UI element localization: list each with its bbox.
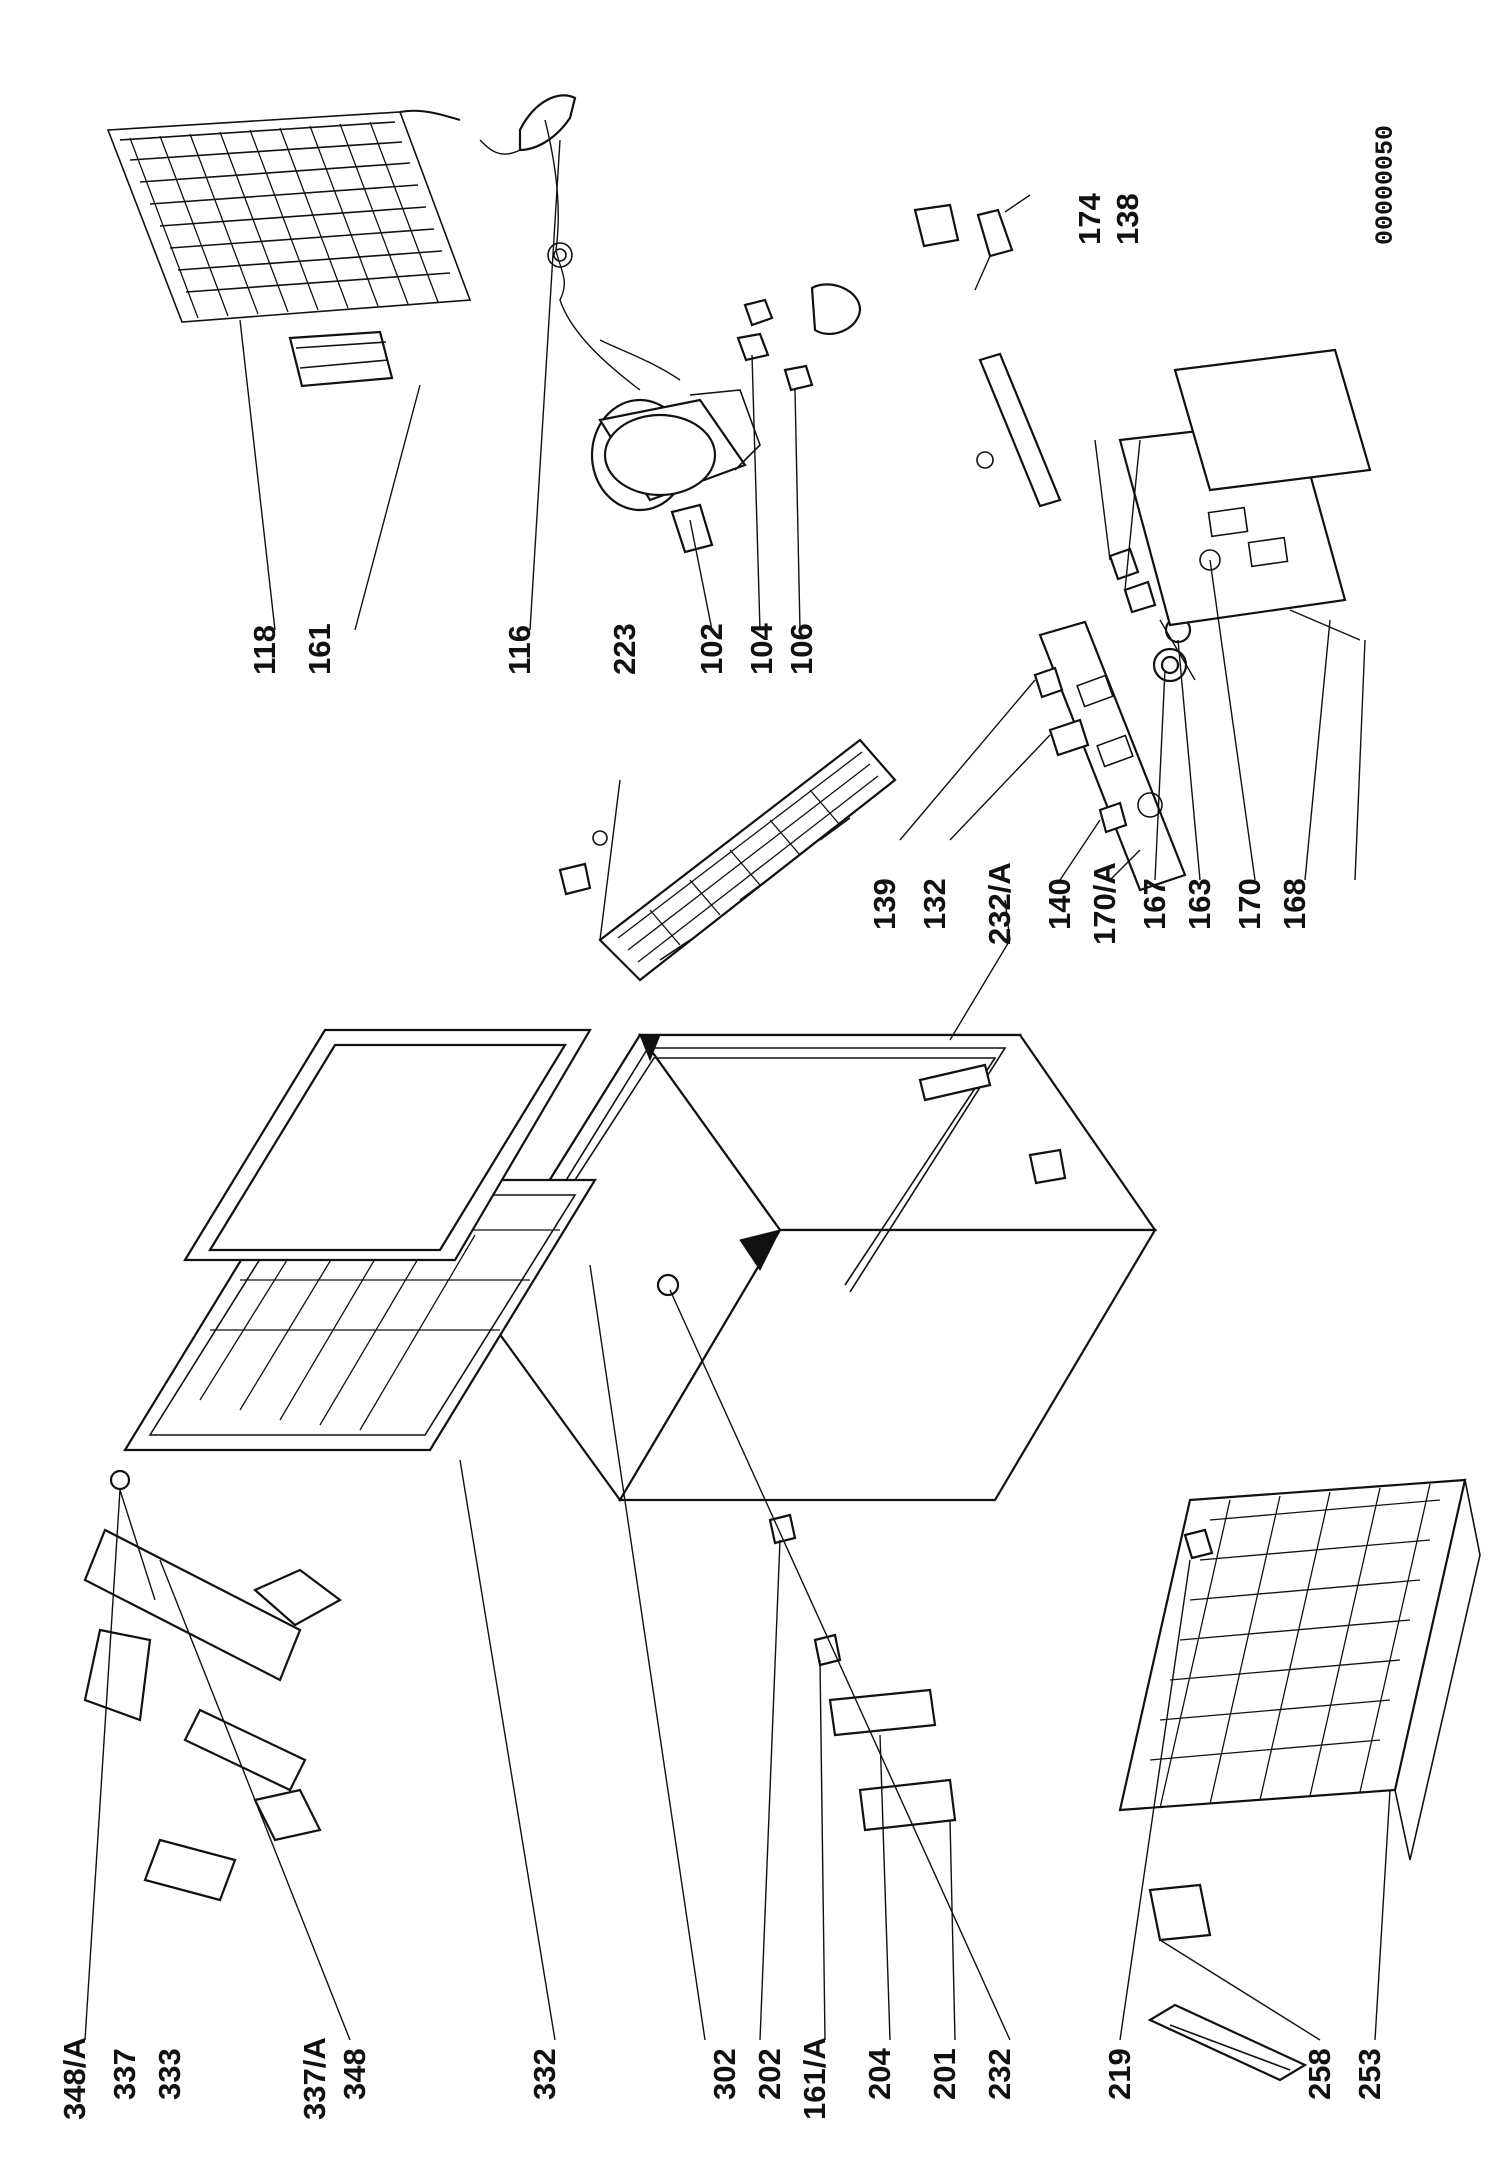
condenser-part — [106, 109, 472, 323]
label-337: 337 — [107, 2048, 142, 2100]
knob-parts — [1033, 547, 1192, 834]
label-168: 168 — [1277, 878, 1312, 930]
label-201: 201 — [927, 2048, 962, 2100]
front-panel-part — [1118, 348, 1372, 681]
label-170: 170 — [1232, 878, 1267, 930]
label-140: 140 — [1042, 878, 1077, 930]
label-253: 253 — [1352, 2048, 1387, 2100]
label-232: 232 — [982, 2048, 1017, 2100]
bracket-161-part — [288, 330, 394, 388]
capillary-tube-part — [479, 94, 641, 391]
label-219: 219 — [1102, 2048, 1137, 2100]
label-332: 332 — [527, 2048, 562, 2100]
label-232a: 232/A — [982, 862, 1017, 945]
relay-clips-part — [736, 194, 1031, 392]
hinge-parts — [768, 1513, 957, 1832]
label-163: 163 — [1182, 878, 1217, 930]
label-174: 174 — [1072, 193, 1107, 245]
control-plate-part — [1038, 620, 1187, 892]
basket-part — [1118, 1478, 1481, 1861]
label-348a: 348/A — [57, 2037, 92, 2120]
label-337a: 337/A — [297, 2037, 332, 2120]
latch-258-part — [1148, 1883, 1212, 1942]
gasket-frame-302-part — [183, 1028, 592, 1262]
diagram-code: 00000050 — [1371, 125, 1400, 245]
part-number-labels: 118 161 116 223 102 104 106 174 138 0000… — [57, 125, 1400, 2120]
evaporator-shelf-part — [598, 738, 897, 982]
label-102: 102 — [694, 623, 729, 675]
thermometer-part — [1147, 2003, 1308, 2082]
handle-parts — [83, 1469, 343, 1902]
label-223: 223 — [607, 623, 642, 675]
cabinet-part — [473, 1033, 1158, 1503]
clip-219-part — [1183, 1528, 1214, 1560]
label-104: 104 — [744, 623, 779, 675]
thermostat-rail-part — [976, 352, 1062, 508]
label-139: 139 — [867, 878, 902, 930]
label-116: 116 — [502, 625, 537, 675]
label-106: 106 — [784, 623, 819, 675]
leader-lines — [84, 139, 1391, 2041]
label-348: 348 — [337, 2048, 372, 2100]
label-118: 118 — [247, 625, 282, 675]
label-202: 202 — [752, 2048, 787, 2100]
label-161: 161 — [302, 623, 337, 675]
label-204: 204 — [862, 2048, 897, 2100]
label-167: 167 — [1137, 878, 1172, 930]
label-258: 258 — [1302, 2048, 1337, 2100]
door-332-part — [123, 1178, 597, 1452]
small-screw-parts — [558, 830, 608, 896]
label-302: 302 — [707, 2048, 742, 2100]
label-132: 132 — [917, 878, 952, 930]
label-333: 333 — [152, 2048, 187, 2100]
label-138: 138 — [1110, 193, 1145, 245]
label-161a: 161/A — [797, 2037, 832, 2120]
label-170a: 170/A — [1087, 862, 1122, 945]
